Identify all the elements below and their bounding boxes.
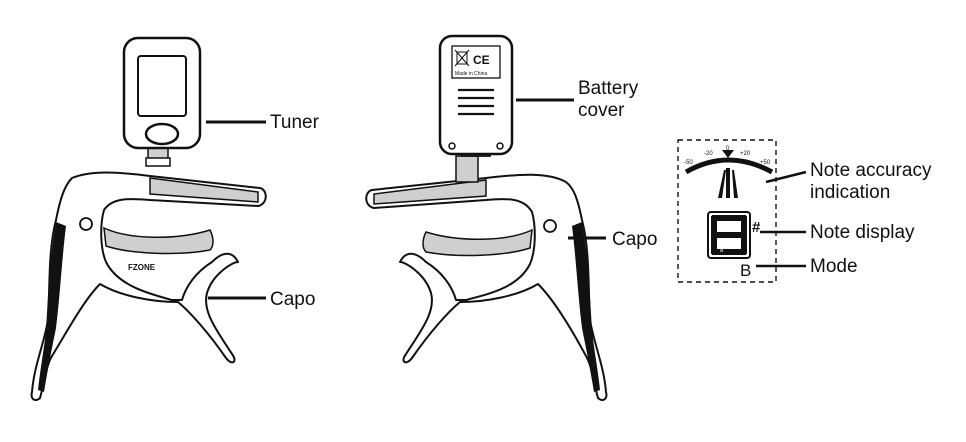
compliance-label (451, 45, 501, 79)
note-accuracy-label-line2: indication (810, 182, 890, 203)
scale-tick-plus20: +20 (740, 151, 751, 157)
battery-cover-label-line2: cover (578, 100, 625, 121)
scale-tick-minus50: -50 (684, 160, 693, 166)
note-accuracy-label-line1: Note accuracy (810, 160, 932, 181)
back-tuner-stem (455, 155, 479, 183)
weee-bin-icon (454, 49, 470, 67)
note-accuracy-leader-line (765, 170, 807, 184)
battery-cover-label-line1: Battery (578, 78, 639, 99)
ce-mark: CE (473, 53, 490, 67)
back-capo-pivot (543, 219, 557, 233)
scale-tick-plus50: +50 (760, 160, 771, 166)
front-view-device: FZONE (30, 36, 267, 401)
battery-cover-ridges (458, 88, 494, 116)
brand-logo: FZONE (128, 263, 156, 272)
sharp-sign: # (752, 219, 761, 236)
mode-label: Mode (810, 256, 858, 277)
note-display-label: Note display (810, 222, 915, 243)
accuracy-arc (684, 157, 774, 175)
back-view-device: CE Made in China (365, 34, 608, 401)
screw-left (448, 142, 456, 150)
capo-right-label: Capo (612, 229, 657, 250)
back-capo-pad (422, 228, 533, 257)
scale-tick-zero: 0 (726, 146, 730, 152)
front-capo-grip (38, 222, 66, 392)
note-char: 8 (720, 248, 724, 254)
mode-char: B (740, 261, 751, 280)
display-frame (677, 139, 777, 283)
tuner-screen (137, 55, 187, 117)
accuracy-needles (718, 168, 738, 198)
tuner-label: Tuner (270, 112, 320, 133)
tuner-button (144, 122, 180, 146)
display-detail-panel: -50 -20 0 +20 +50 8 # B (677, 139, 777, 283)
note-digit: 8 (707, 211, 751, 259)
front-capo-bar (149, 177, 259, 203)
screw-right (496, 142, 504, 150)
back-capo-body (365, 173, 608, 401)
made-in-china: Made in China (455, 71, 487, 77)
capo-left-label: Capo (270, 289, 315, 310)
scale-tick-minus20: -20 (704, 151, 713, 157)
back-capo-grip (572, 222, 600, 392)
front-capo-pad (103, 226, 214, 255)
front-capo-pivot (79, 217, 93, 231)
back-capo-bar (373, 179, 487, 205)
front-capo-body (30, 171, 267, 401)
accuracy-center-marker (722, 150, 734, 158)
